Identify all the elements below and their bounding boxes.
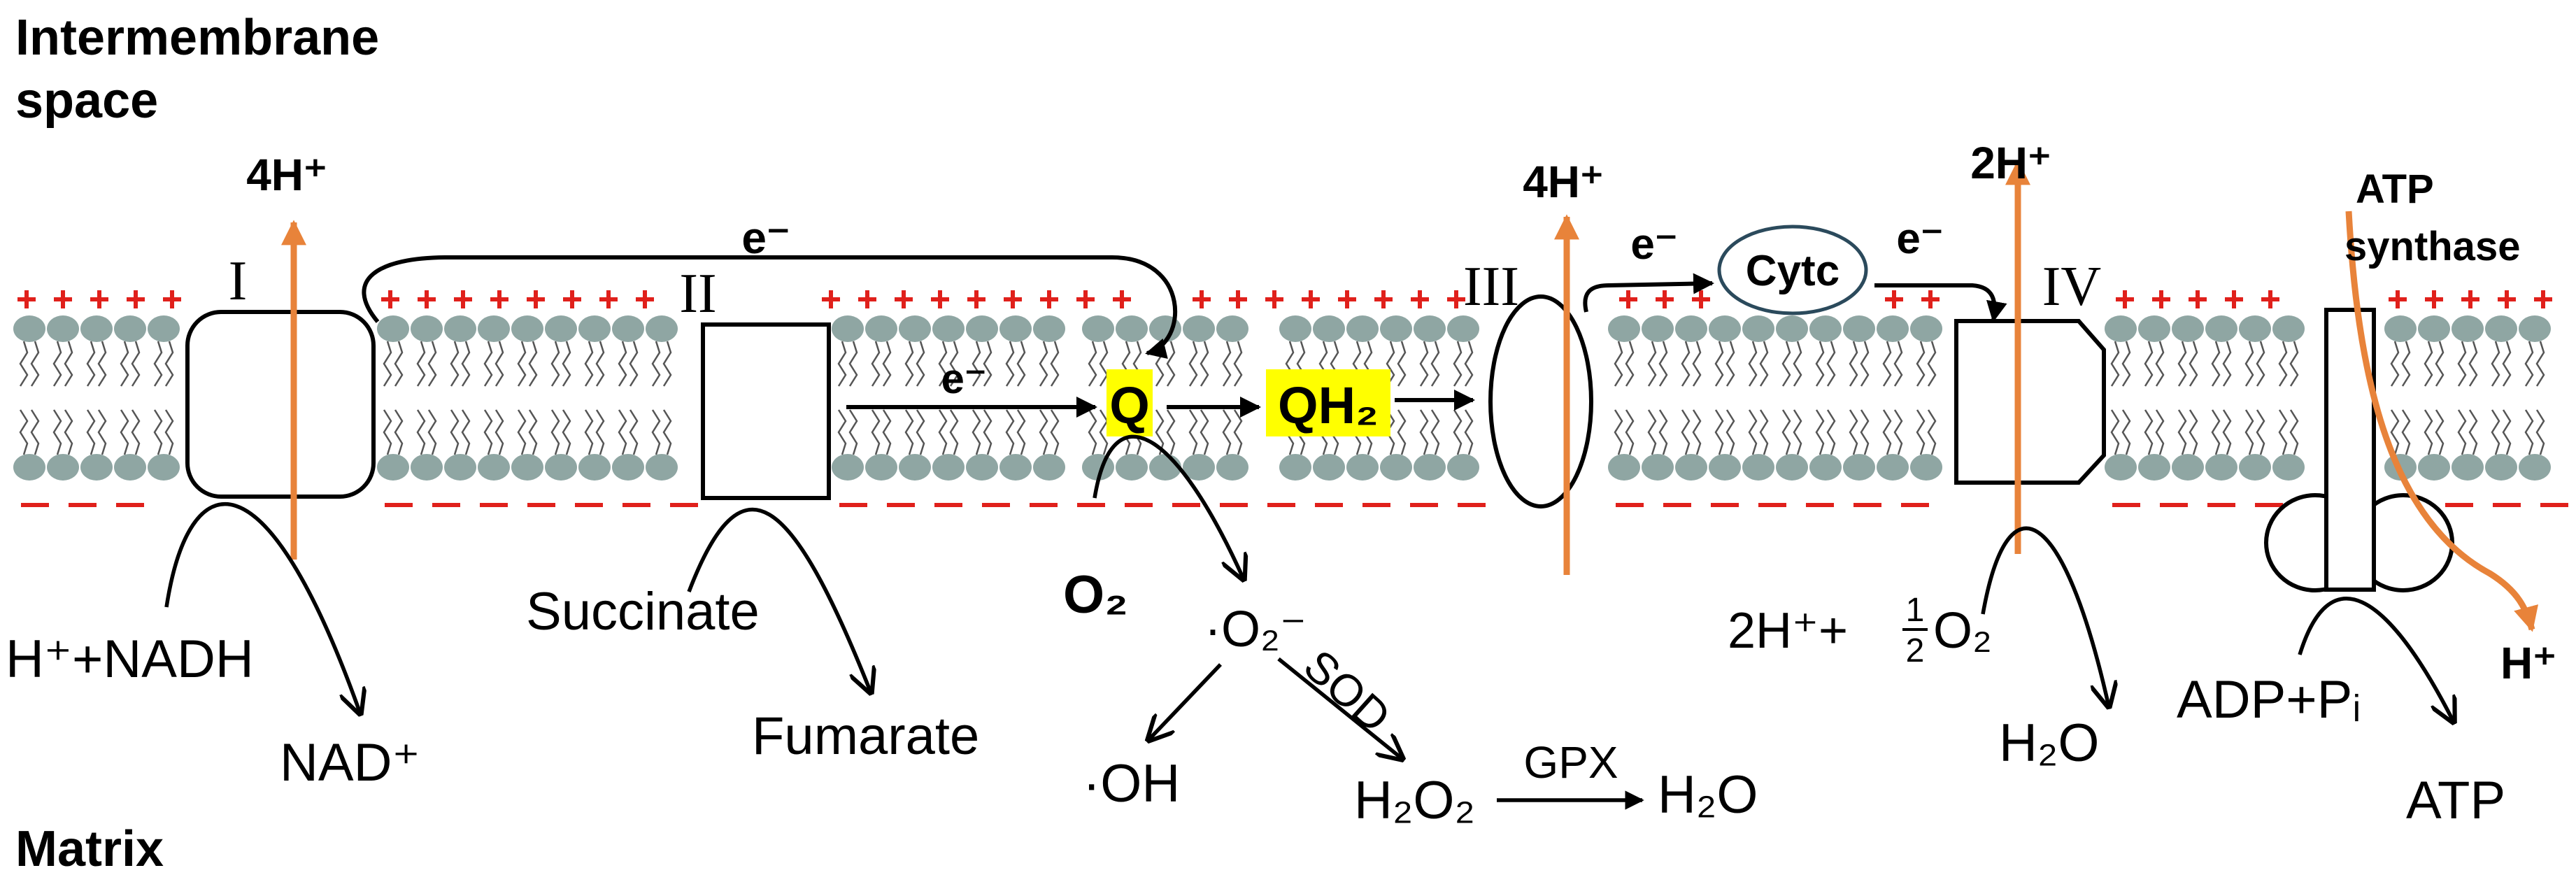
qh2-highlight: [1266, 369, 1390, 436]
complex-i-label: I: [229, 250, 248, 312]
one-half-fraction: 1 2: [1902, 592, 1928, 669]
nad-label: NAD⁺: [280, 733, 420, 792]
succinate-oxidation-arrow: [687, 507, 871, 692]
atp-synthase-label: ATP synthase: [2344, 166, 2520, 269]
ubiquinol-label: QH₂: [1278, 376, 1379, 434]
ubiquinone-label: Q: [1109, 376, 1150, 434]
sod-arrow: [1277, 657, 1402, 759]
atp-label: ATP: [2406, 771, 2505, 830]
complex-iv-proton-label: 2H⁺: [1970, 138, 2051, 188]
oh-radical-arrow: [1148, 663, 1222, 740]
intermembrane-word: Intermembrane: [15, 10, 379, 66]
electron-path-i-to-q: [362, 255, 1178, 359]
complex-iv-water-label: H₂O: [1999, 713, 2100, 773]
complex-iii-proton-label: 4H⁺: [1523, 157, 1604, 207]
complex-iv-label: IV: [2042, 256, 2101, 318]
space-word: space: [15, 73, 158, 129]
membrane-bilayer: [13, 315, 2551, 481]
electron-label-ii: e⁻: [941, 355, 986, 402]
superoxide-label: ·O₂⁻: [1204, 602, 1307, 657]
water-label: H₂O: [1658, 765, 1758, 825]
atp-synthase: [2264, 308, 2454, 592]
hydrogen-peroxide-label: H₂O₂: [1354, 771, 1475, 830]
complex-i: [185, 310, 376, 499]
atp-word: ATP: [2356, 166, 2433, 212]
cytochrome-c: [1717, 225, 1868, 315]
oxygen-label: O₂: [1063, 565, 1128, 625]
nadh-oxidation-arrow: [164, 502, 360, 713]
complex-iii: [1488, 294, 1593, 508]
q-highlight: [1106, 369, 1153, 436]
matrix-proton-label: H⁺: [2500, 638, 2556, 688]
gpx-label: GPX: [1523, 737, 1618, 788]
complex-iv-substrate-label: 2H⁺+: [1728, 603, 1848, 659]
complex-ii: [701, 322, 831, 500]
c4-substrate-suffix: O₂: [1933, 603, 1992, 659]
intermembrane-space-label: Intermembrane space: [15, 10, 393, 129]
matrix-label: Matrix: [15, 821, 164, 877]
complex-iv: [1954, 319, 2106, 485]
c4-substrate-prefix: 2H⁺+: [1728, 603, 1848, 659]
proton-pumping-arrows: [281, 159, 2539, 632]
complex-iii-label: III: [1463, 256, 1519, 318]
fraction-denominator: 2: [1906, 632, 1925, 669]
atp-synthesis-arrow: [2298, 597, 2454, 722]
electron-label-iv: e⁻: [1896, 215, 1943, 263]
complex-ii-label: II: [679, 263, 716, 325]
succinate-label: Succinate: [526, 582, 760, 641]
superoxide-formation-arrow: [1093, 434, 1244, 579]
hydroxyl-radical-label: ·OH: [1083, 754, 1180, 813]
fumarate-label: Fumarate: [752, 706, 979, 766]
adp-pi-label: ADP+Pᵢ: [2177, 670, 2361, 730]
synthase-word: synthase: [2344, 224, 2520, 269]
nadh-label: H⁺+NADH: [6, 630, 254, 689]
electron-path-iii-to-cytc: [1583, 273, 1714, 313]
electron-path-cytc-to-iv: [1874, 283, 2007, 322]
sod-label: SOD: [1295, 640, 1400, 742]
electron-label-iii: e⁻: [1630, 220, 1677, 269]
electron-label-i: e⁻: [741, 213, 790, 263]
oxygen-reduction-arrow: [1981, 526, 2109, 706]
cytochrome-c-label: Cytc: [1746, 247, 1840, 295]
complex-i-proton-label: 4H⁺: [246, 150, 327, 200]
fraction-numerator: 1: [1906, 592, 1925, 629]
membrane-charges: [17, 290, 2568, 507]
